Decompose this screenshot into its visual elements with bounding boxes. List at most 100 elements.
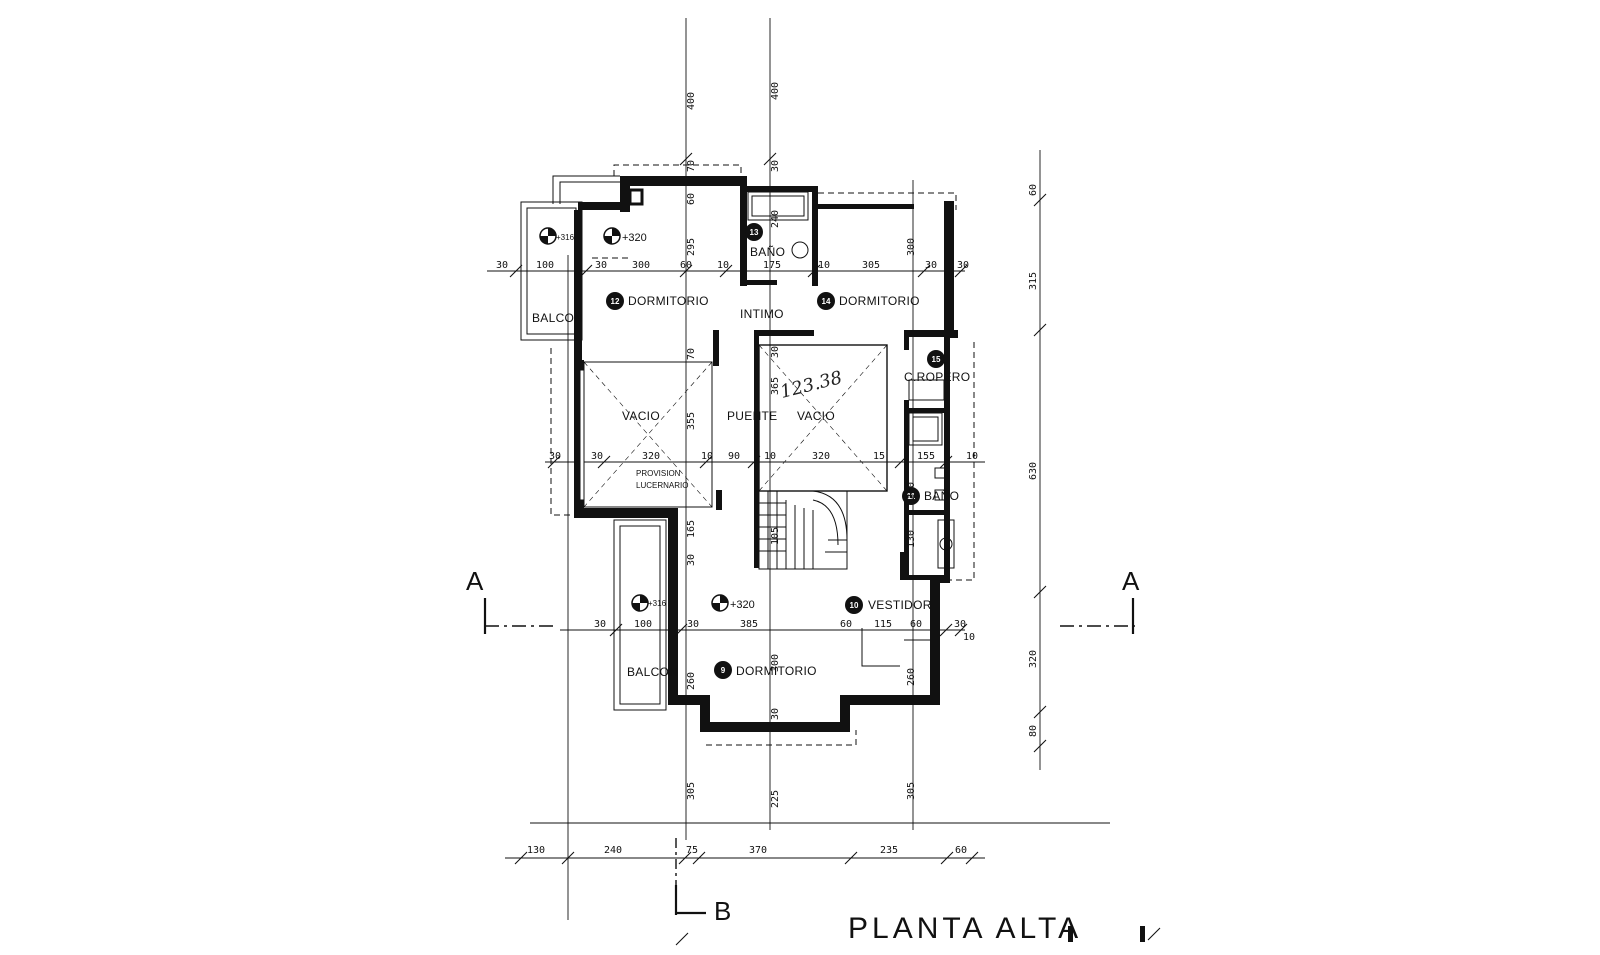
dim-row1-8: 10 [818, 260, 830, 271]
dim-top-2: 400 [770, 82, 781, 100]
level-markers: +316 +320 +316 +320 [539, 227, 755, 612]
dim-vert-15: 260 [686, 672, 697, 690]
room-name-10: VESTIDOR [868, 598, 932, 612]
dim-row1-7: 175 [763, 260, 781, 271]
level-label-2: +320 [622, 232, 647, 244]
label-puente: PUENTE [727, 409, 777, 423]
level-marker-2 [603, 227, 621, 245]
svg-text:15: 15 [932, 355, 941, 364]
dim-vert-18: 30 [770, 708, 781, 720]
room-badge-12: 12 [606, 292, 624, 310]
dim-row3-7: 60 [910, 619, 922, 630]
dim-row2-8: 15 [873, 451, 885, 462]
dim-row2-3: 320 [642, 451, 660, 462]
dim-vert-5: 240 [770, 210, 781, 228]
dim-row3-4: 385 [740, 619, 758, 630]
dim-vert-22: 305 [906, 782, 917, 800]
room-name-15: C.ROPERO [904, 370, 970, 384]
dim-row1-1: 30 [496, 260, 508, 271]
section-mark-right: A [1122, 566, 1140, 596]
dim-right-2: 315 [1028, 272, 1039, 290]
dim-vert-12: 30 [686, 554, 697, 566]
dim-vert-4: 295 [686, 238, 697, 256]
dim-vert-2: 30 [770, 160, 781, 172]
room-name-12: DORMITORIO [628, 294, 709, 308]
section-mark-bottom: B [714, 896, 731, 926]
dim-right-1: 60 [1028, 184, 1039, 196]
dim-row3-2: 100 [634, 619, 652, 630]
room-badge-10: 10 [845, 596, 863, 614]
dim-right-3: 630 [1028, 462, 1039, 480]
dim-vert-8: 70 [686, 348, 697, 360]
svg-text:9: 9 [721, 666, 726, 675]
dim-row2-5: 90 [728, 451, 740, 462]
dim-vert-13: 105 [770, 527, 781, 545]
dim-row1-3: 30 [595, 260, 607, 271]
level-marker-4 [711, 594, 729, 612]
label-provision: PROVISION [636, 469, 681, 478]
room-name-14: DORMITORIO [839, 294, 920, 308]
svg-text:10: 10 [850, 601, 859, 610]
dim-bottom-2: 240 [604, 845, 622, 856]
dim-vert-20: 305 [686, 782, 697, 800]
dim-row2-7: 320 [812, 451, 830, 462]
title-mark-1 [1068, 926, 1073, 942]
dimension-ticks [509, 152, 1161, 946]
dim-vert-10: 30 [770, 346, 781, 358]
dim-row3-1: 30 [594, 619, 606, 630]
dim-row2-9: 155 [917, 451, 935, 462]
walls [574, 176, 958, 732]
room-number-bubbles: 12 14 13 15 11 10 9 [606, 223, 945, 679]
dim-vert-11: 165 [686, 520, 697, 538]
void-areas [579, 344, 888, 508]
label-balcon-top: BALCON [532, 311, 583, 325]
room-badge-11: 11 [902, 487, 920, 505]
dim-vert-9: 365 [770, 377, 781, 395]
dim-row1-4: 300 [632, 260, 650, 271]
dim-bottom-4: 370 [749, 845, 767, 856]
dim-vert-6: 300 [906, 238, 917, 256]
dim-row1-5: 60 [680, 260, 692, 271]
level-marker-3 [631, 594, 649, 612]
dim-vert-21: 225 [770, 790, 781, 808]
fixtures [747, 191, 955, 667]
level-label-3: +316 [648, 599, 667, 608]
svg-text:11: 11 [907, 492, 916, 501]
staircase [758, 490, 848, 570]
title-mark-2 [1140, 926, 1145, 942]
dim-vert-7: 355 [686, 412, 697, 430]
svg-text:12: 12 [611, 297, 620, 306]
drawing-title: PLANTA ALTA [848, 912, 1082, 945]
label-intimo: INTIMO [740, 307, 784, 321]
dim-right-5: 80 [1028, 725, 1039, 737]
level-marker-1 [539, 227, 557, 245]
dim-row1-9: 305 [862, 260, 880, 271]
dim-right-4: 320 [1028, 650, 1039, 668]
dim-row1-10: 30 [925, 260, 937, 271]
room-name-9: DORMITORIO [736, 664, 817, 678]
level-label-4: +320 [730, 599, 755, 611]
dim-row2-10: 10 [966, 451, 978, 462]
label-lucernario: LUCERNARIO [636, 481, 688, 490]
dimension-labels: 400 400 60 315 630 320 80 130 240 75 370… [496, 82, 1039, 856]
room-badge-13: 13 [745, 223, 763, 241]
dim-bottom-1: 130 [527, 845, 545, 856]
dim-row3-6: 115 [874, 619, 892, 630]
room-name-11: BAÑO [924, 489, 959, 503]
room-name-13: BAÑO [750, 245, 785, 259]
dim-bottom-5: 235 [880, 845, 898, 856]
handwritten-note: 123.38 [778, 367, 844, 403]
label-balcon-bottom: BALCON [627, 665, 678, 679]
svg-text:13: 13 [750, 228, 759, 237]
label-vacio-right: VACIO [797, 409, 835, 423]
dim-vert-14: 130 [906, 530, 917, 548]
dim-row3-9: 10 [963, 632, 975, 643]
room-badge-9: 9 [714, 661, 732, 679]
svg-text:14: 14 [822, 297, 831, 306]
section-mark-left: A [466, 566, 484, 596]
dim-vert-1: 70 [686, 160, 697, 172]
room-badge-15: 15 [927, 350, 945, 368]
level-label-1: +316 [556, 233, 575, 242]
section-lines [483, 598, 1135, 915]
